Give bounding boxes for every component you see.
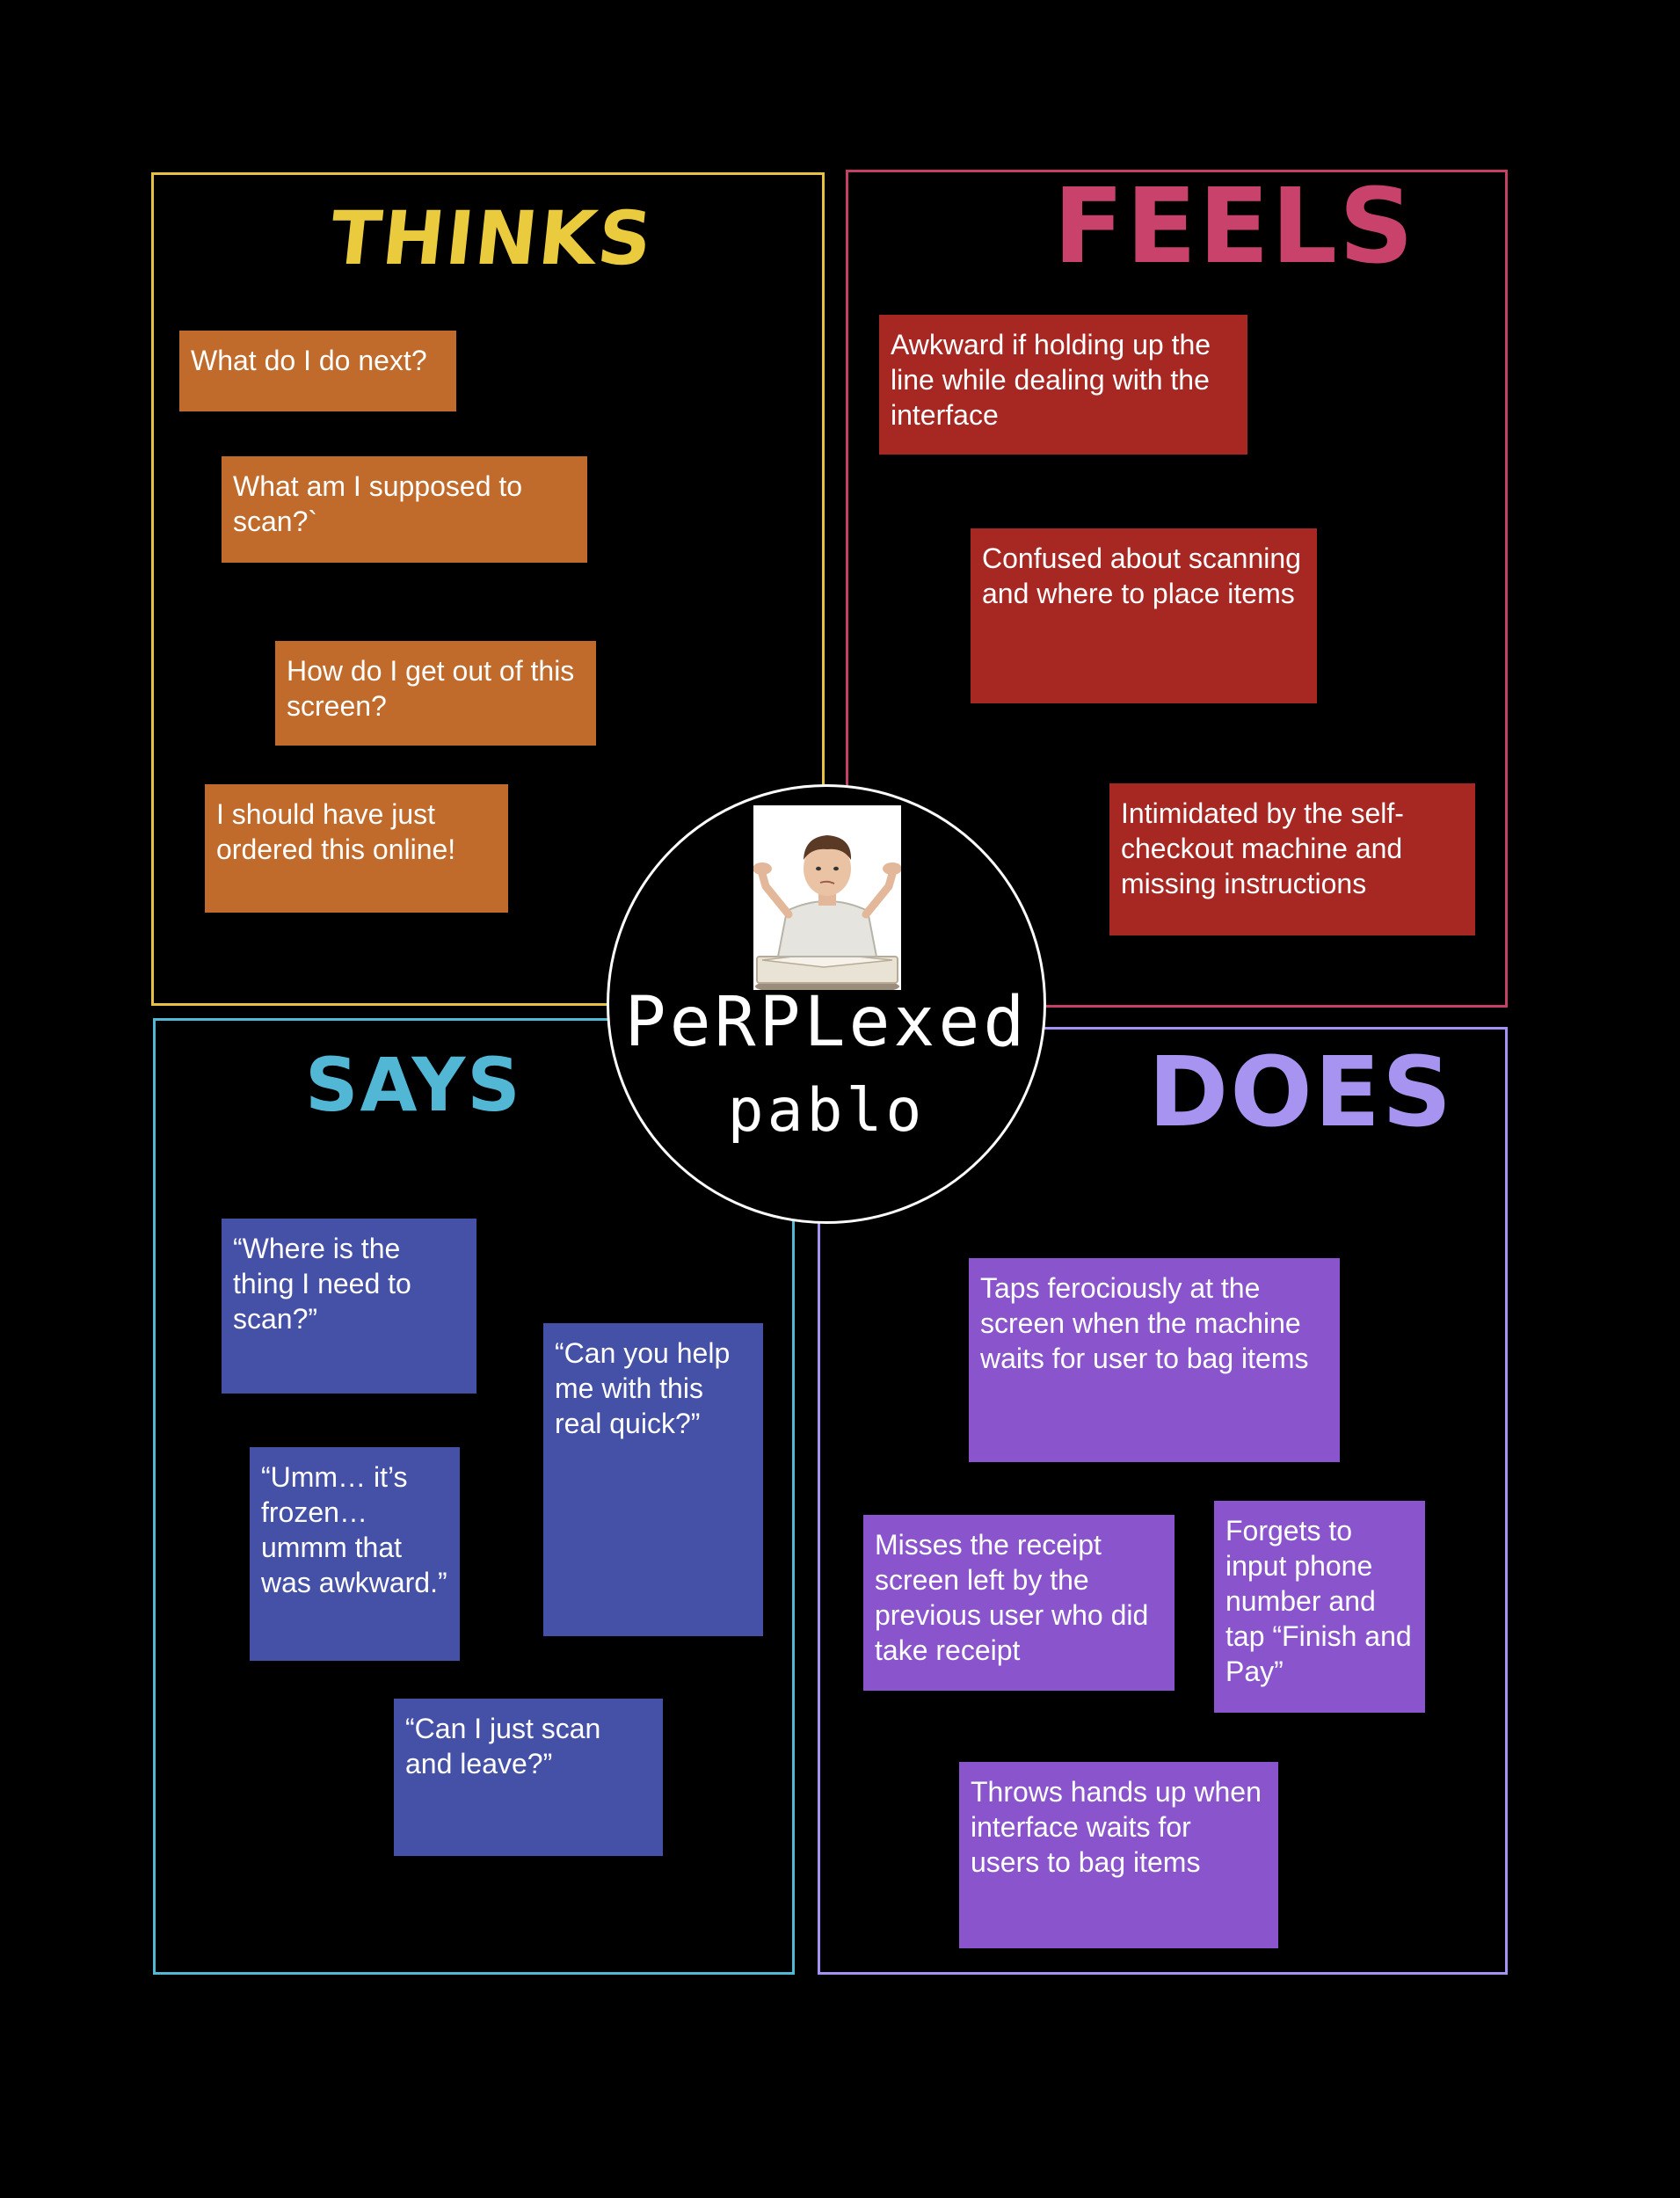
thinks-heading: THINKS <box>325 195 658 281</box>
says-note: “Can I just scan and leave?” <box>394 1699 663 1856</box>
confused-student-illustration <box>753 805 901 990</box>
says-note: “Where is the thing I need to scan?” <box>222 1219 476 1394</box>
does-heading: DOES <box>1148 1036 1454 1148</box>
feels-note: Awkward if holding up the line while dea… <box>879 315 1247 455</box>
does-note: Forgets to input phone number and tap “F… <box>1214 1501 1425 1713</box>
does-quadrant <box>818 1027 1508 1975</box>
thinks-note: What do I do next? <box>179 331 456 411</box>
feels-note: Confused about scanning and where to pla… <box>971 528 1317 703</box>
persona-photo <box>753 805 901 990</box>
thinks-note: How do I get out of this screen? <box>275 641 596 746</box>
thinks-note: What am I supposed to scan?` <box>222 456 587 563</box>
does-note: Throws hands up when interface waits for… <box>959 1762 1278 1948</box>
says-quadrant <box>153 1018 795 1975</box>
says-note: “Can you help me with this real quick?” <box>543 1323 763 1636</box>
feels-quadrant <box>846 170 1508 1008</box>
persona-name-line1: PeRPLexed <box>624 983 1029 1062</box>
does-note: Misses the receipt screen left by the pr… <box>863 1515 1175 1691</box>
persona-name-line2: pablo <box>727 1076 926 1146</box>
says-heading: SAYS <box>305 1042 522 1128</box>
feels-note: Intimidated by the self-checkout machine… <box>1109 783 1475 935</box>
thinks-note: I should have just ordered this online! <box>205 784 508 913</box>
says-note: “Umm… it’s frozen… ummm that was awkward… <box>250 1447 460 1661</box>
feels-heading: FEELS <box>1053 165 1415 287</box>
thinks-quadrant <box>151 172 825 1006</box>
does-note: Taps ferociously at the screen when the … <box>969 1258 1340 1462</box>
